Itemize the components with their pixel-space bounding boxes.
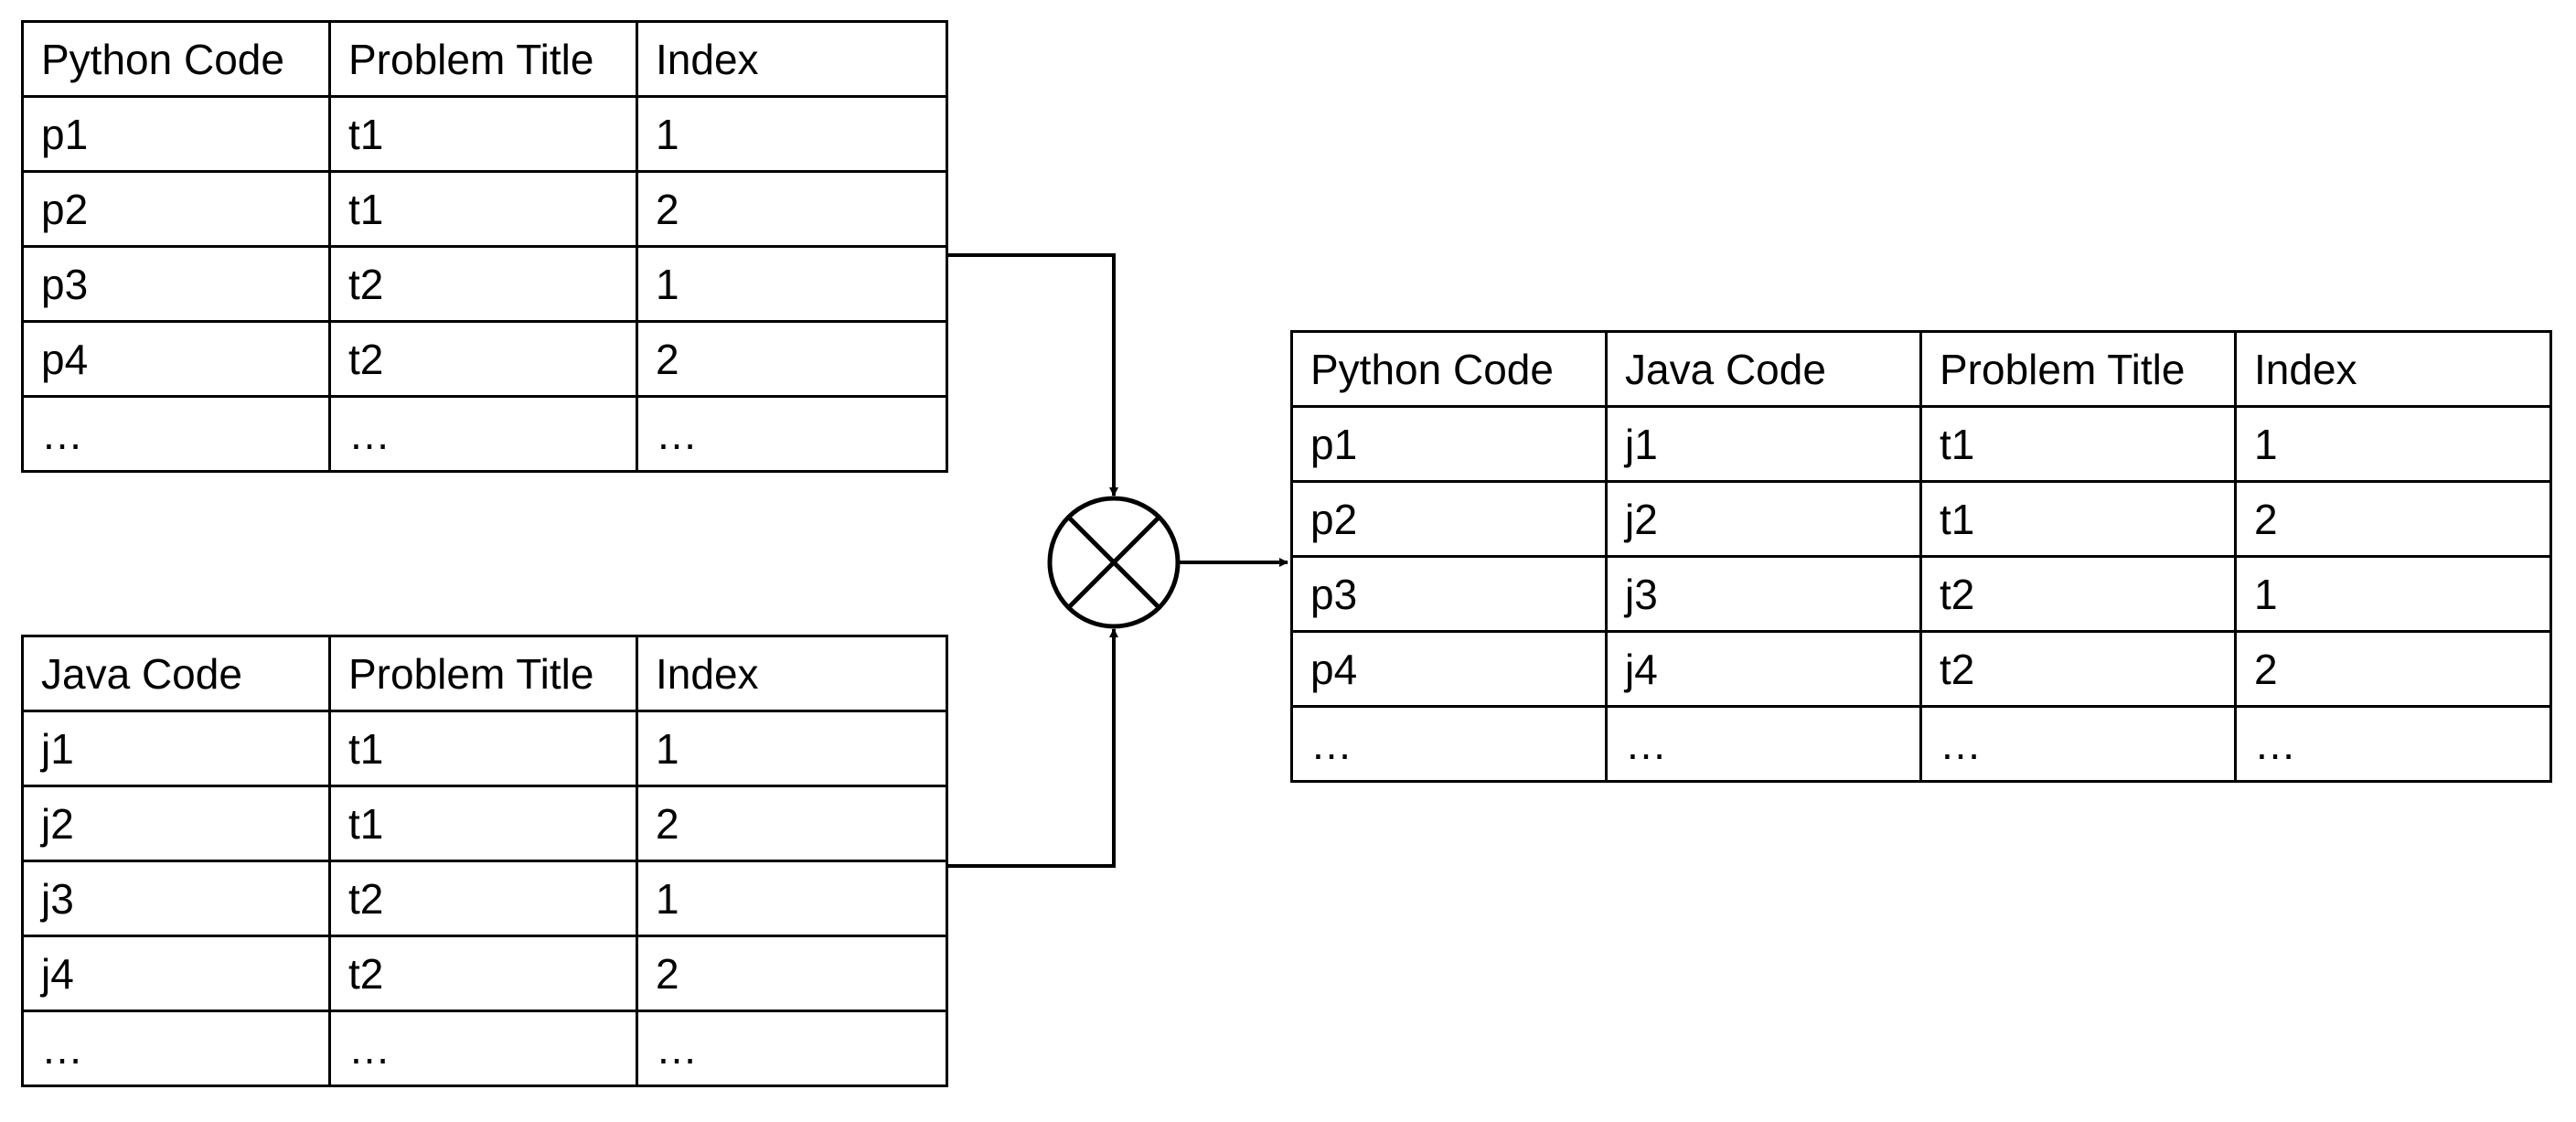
table-cell: t1 xyxy=(1919,480,2237,558)
table-cell: j2 xyxy=(21,785,331,862)
table-cell: 1 xyxy=(2234,555,2552,633)
column-header: Java Code xyxy=(21,635,331,712)
table-cell: p4 xyxy=(1290,630,1608,708)
table-cell: … xyxy=(636,1010,948,1087)
table-row: p1 t1 1 xyxy=(21,95,948,173)
table-row: j3 t2 1 xyxy=(21,860,948,937)
table-cell: j1 xyxy=(21,710,331,787)
table-cell: t2 xyxy=(1919,555,2237,633)
table-cell: t1 xyxy=(328,170,638,248)
table-cell: … xyxy=(2234,705,2552,783)
table-cell: … xyxy=(636,395,948,473)
table-cell: t2 xyxy=(328,245,638,323)
column-header: Java Code xyxy=(1605,330,1922,408)
table-cell: t2 xyxy=(328,320,638,398)
table-cell: p2 xyxy=(21,170,331,248)
table-header-row: Python Code Problem Title Index xyxy=(21,20,948,98)
table-row: p1 j1 t1 1 xyxy=(1290,405,2552,483)
column-header: Problem Title xyxy=(328,20,638,98)
table-cell: j2 xyxy=(1605,480,1922,558)
table-row: p4 j4 t2 2 xyxy=(1290,630,2552,708)
table-cell: t1 xyxy=(328,710,638,787)
circled-times-icon xyxy=(1047,496,1181,629)
table-cell: 1 xyxy=(636,710,948,787)
table-cell: 1 xyxy=(2234,405,2552,483)
table-row: p4 t2 2 xyxy=(21,320,948,398)
table-cell: … xyxy=(328,395,638,473)
table-cell: j4 xyxy=(21,935,331,1012)
column-header: Index xyxy=(636,635,948,712)
python-to-join-arrow xyxy=(946,253,1118,497)
table-header-row: Java Code Problem Title Index xyxy=(21,635,948,712)
table-row: p3 t2 1 xyxy=(21,245,948,323)
table-header-row: Python Code Java Code Problem Title Inde… xyxy=(1290,330,2552,408)
table-cell: p1 xyxy=(1290,405,1608,483)
table-cell: t1 xyxy=(328,95,638,173)
java-code-table: Java Code Problem Title Index j1 t1 1 j2… xyxy=(21,635,948,1087)
table-cell: 2 xyxy=(2234,630,2552,708)
table-cell: … xyxy=(1919,705,2237,783)
table-row: … … … … xyxy=(1290,705,2552,783)
table-cell: 1 xyxy=(636,245,948,323)
table-cell: … xyxy=(1605,705,1922,783)
table-row: j4 t2 2 xyxy=(21,935,948,1012)
table-cell: 2 xyxy=(636,785,948,862)
table-cell: t2 xyxy=(328,935,638,1012)
table-cell: … xyxy=(21,1010,331,1087)
table-cell: p2 xyxy=(1290,480,1608,558)
table-row: p2 t1 2 xyxy=(21,170,948,248)
table-cell: t1 xyxy=(328,785,638,862)
table-cell: j1 xyxy=(1605,405,1922,483)
merged-code-table: Python Code Java Code Problem Title Inde… xyxy=(1290,330,2552,783)
java-to-join-arrow xyxy=(946,628,1118,868)
table-cell: p3 xyxy=(1290,555,1608,633)
table-row: … … … xyxy=(21,1010,948,1087)
table-cell: p4 xyxy=(21,320,331,398)
table-cell: 2 xyxy=(636,320,948,398)
table-cell: 1 xyxy=(636,860,948,937)
table-cell: 2 xyxy=(636,935,948,1012)
table-cell: t2 xyxy=(1919,630,2237,708)
table-row: p3 j3 t2 1 xyxy=(1290,555,2552,633)
table-cell: … xyxy=(1290,705,1608,783)
table-row: j2 t1 2 xyxy=(21,785,948,862)
python-code-table: Python Code Problem Title Index p1 t1 1 … xyxy=(21,20,948,473)
column-header: Index xyxy=(2234,330,2552,408)
column-header: Problem Title xyxy=(328,635,638,712)
table-cell: 2 xyxy=(2234,480,2552,558)
table-cell: 2 xyxy=(636,170,948,248)
column-header: Index xyxy=(636,20,948,98)
table-cell: p1 xyxy=(21,95,331,173)
table-cell: j3 xyxy=(21,860,331,937)
table-cell: t2 xyxy=(328,860,638,937)
table-cell: t1 xyxy=(1919,405,2237,483)
table-row: j1 t1 1 xyxy=(21,710,948,787)
table-cell: 1 xyxy=(636,95,948,173)
table-cell: p3 xyxy=(21,245,331,323)
table-cell: … xyxy=(328,1010,638,1087)
table-cell: j3 xyxy=(1605,555,1922,633)
column-header: Python Code xyxy=(21,20,331,98)
table-cell: j4 xyxy=(1605,630,1922,708)
table-row: p2 j2 t1 2 xyxy=(1290,480,2552,558)
table-row: … … … xyxy=(21,395,948,473)
column-header: Problem Title xyxy=(1919,330,2237,408)
column-header: Python Code xyxy=(1290,330,1608,408)
table-cell: … xyxy=(21,395,331,473)
